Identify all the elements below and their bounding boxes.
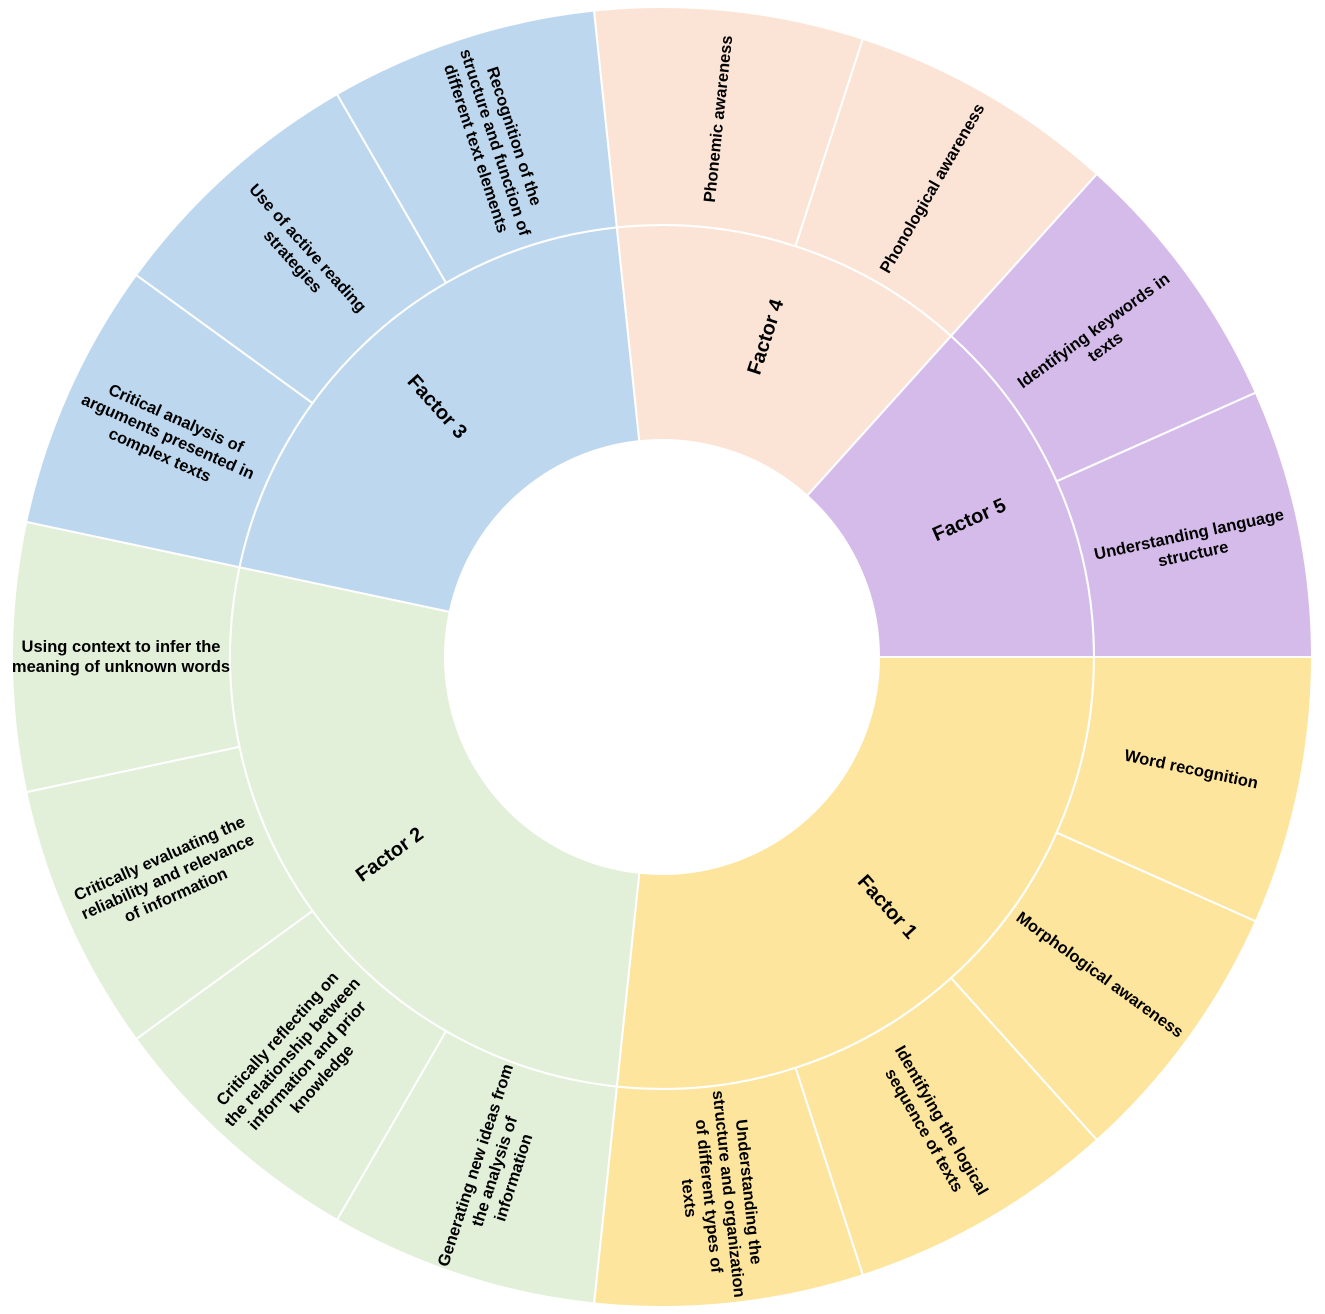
factor-2-item-4-segment [11, 520, 241, 794]
factor-5-item-2-segment [1055, 391, 1314, 658]
